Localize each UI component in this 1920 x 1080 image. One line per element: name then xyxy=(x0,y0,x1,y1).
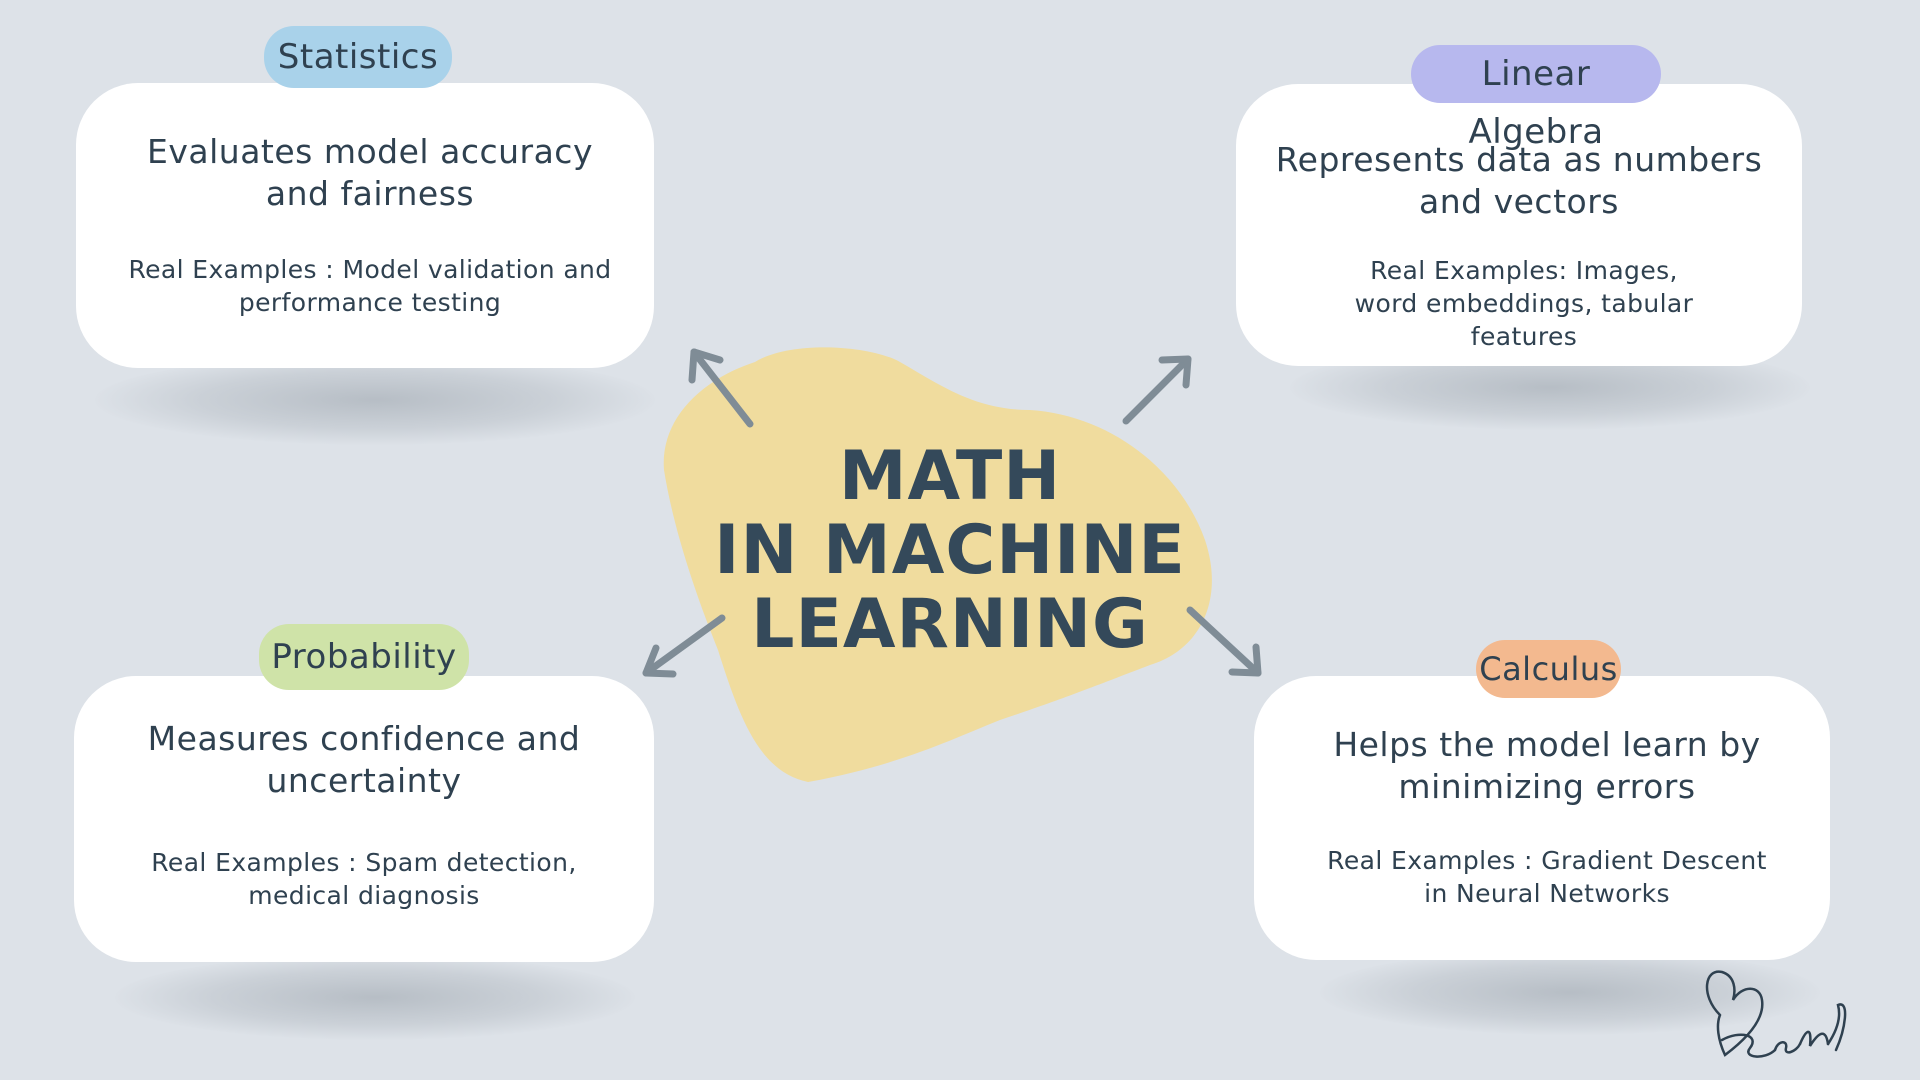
center-title-line3: LEARNING xyxy=(751,585,1149,664)
arrow-statistics xyxy=(688,348,754,428)
calculus-description: Helps the model learn by minimizing erro… xyxy=(1333,725,1761,806)
signature-heart-icon xyxy=(1705,970,1847,1058)
probability-pill: Probability xyxy=(259,624,469,690)
arrow-probability xyxy=(642,614,726,678)
linear-algebra-pill: Linear Algebra xyxy=(1411,45,1661,152)
statistics-card-shadow xyxy=(95,355,655,445)
calculus-card-shadow xyxy=(1320,950,1820,1035)
calculus-card: Helps the model learn by minimizing erro… xyxy=(1254,676,1830,960)
center-title-line2: IN MACHINE xyxy=(714,511,1186,590)
center-title: MATH IN MACHINE LEARNING xyxy=(700,440,1200,662)
arrow-linear-algebra xyxy=(1122,355,1192,425)
probability-card-shadow xyxy=(115,955,635,1040)
probability-example: Real Examples : Spam detection, medical … xyxy=(151,848,577,910)
arrow-calculus xyxy=(1186,606,1262,677)
statistics-example: Real Examples : Model validation and per… xyxy=(128,255,612,317)
linear-algebra-description: Represents data as numbers and vectors xyxy=(1275,140,1763,221)
statistics-pill: Statistics xyxy=(264,26,452,88)
linear-algebra-example: Real Examples: Images, word embeddings, … xyxy=(1354,256,1694,351)
calculus-example: Real Examples : Gradient Descent in Neur… xyxy=(1327,846,1767,908)
probability-description: Measures confidence and uncertainty xyxy=(147,719,581,800)
statistics-description: Evaluates model accuracy and fairness xyxy=(147,132,593,213)
probability-card: Measures confidence and uncertainty Real… xyxy=(74,676,654,962)
center-title-line1: MATH xyxy=(838,437,1062,516)
linear-algebra-card: Represents data as numbers and vectors R… xyxy=(1236,84,1802,366)
statistics-card: Evaluates model accuracy and fairness Re… xyxy=(76,83,654,368)
calculus-pill: Calculus xyxy=(1476,640,1621,698)
center-blob xyxy=(663,347,1212,782)
